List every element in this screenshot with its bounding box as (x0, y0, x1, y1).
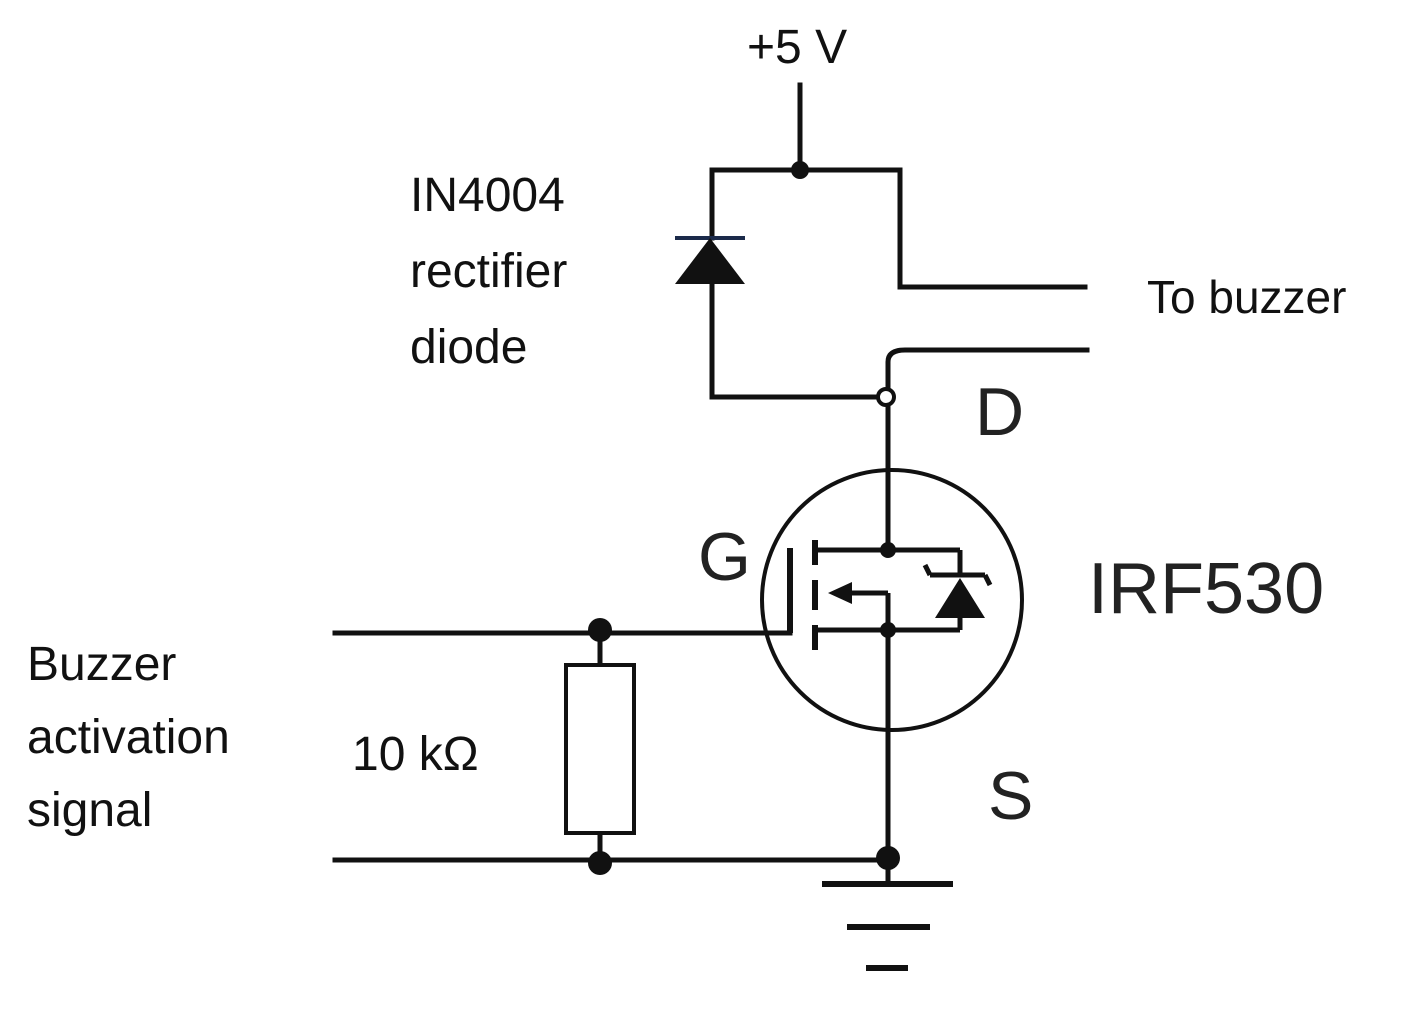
input-signal-label-line: signal (27, 784, 153, 837)
mosfet-symbol (760, 468, 1024, 732)
source-junction-dot (876, 846, 900, 870)
mosfet-arrow (828, 582, 852, 604)
transistor-label: IRF530 (1088, 549, 1325, 629)
ground-symbol (822, 881, 953, 971)
diode-label-line: diode (410, 321, 528, 374)
supply-junction-dot (791, 161, 809, 179)
input-signal-label: Buzzer activation signal (27, 628, 230, 847)
gate-junction-dot (588, 618, 612, 642)
diode-label: IN4004 rectifier diode (410, 158, 567, 386)
resistor-label: 10 kΩ (352, 728, 479, 781)
diode-symbol (675, 236, 745, 284)
diode-cathode-wire (709, 279, 883, 400)
diode-label-line: rectifier (410, 245, 568, 298)
resistor-symbol (564, 663, 636, 835)
ground-junction-dot (588, 851, 612, 875)
input-signal-label-line: activation (27, 711, 230, 764)
mosfet-source-dot (880, 622, 896, 638)
input-signal-label-line: Buzzer (27, 638, 177, 691)
buzzer-lower-wire (885, 347, 1090, 398)
gate-label: G (698, 519, 751, 595)
drain-terminal (876, 387, 896, 407)
supply-label: +5 V (747, 21, 848, 74)
buzzer-output-label: To buzzer (1147, 271, 1347, 323)
diode-label-line: IN4004 (410, 169, 565, 222)
buzzer-upper-wire (897, 167, 1088, 290)
body-diode-triangle (935, 578, 985, 618)
source-label: S (988, 758, 1034, 834)
drain-label: D (975, 374, 1025, 450)
mosfet-drain-dot (880, 542, 896, 558)
